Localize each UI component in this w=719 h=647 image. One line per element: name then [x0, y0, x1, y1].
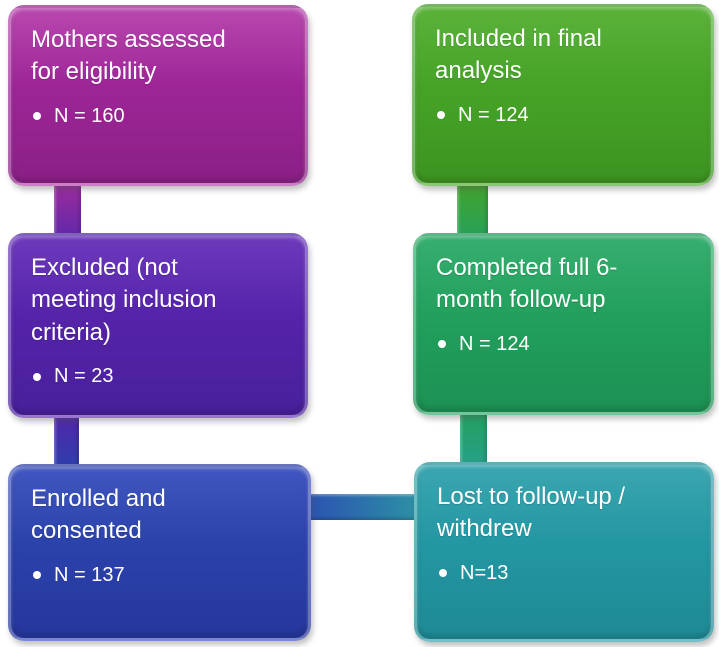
- box-count: N = 23: [54, 365, 114, 388]
- box-title: Excluded (not meeting inclusion criteria…: [31, 254, 217, 346]
- box-count: N = 124: [459, 332, 530, 355]
- box-title: Completed full 6- month follow-up: [436, 254, 618, 314]
- flow-box-included-final-analysis: Included in final analysis N = 124: [412, 4, 714, 186]
- box-title: Lost to follow-up / withdrew: [437, 483, 626, 543]
- bullet-dot-icon: [33, 372, 41, 381]
- flow-box-mothers-assessed: Mothers assessed for eligibility N = 160: [8, 5, 308, 186]
- flow-box-excluded: Excluded (not meeting inclusion criteria…: [8, 233, 308, 418]
- bullet-dot-icon: [33, 571, 41, 580]
- bullet-dot-icon: [33, 112, 41, 121]
- box-count: N = 124: [458, 103, 529, 126]
- box-bullet: N=13: [437, 562, 691, 585]
- box-bullet: N = 137: [31, 564, 288, 587]
- flow-box-lost-to-followup: Lost to follow-up / withdrew N=13: [414, 462, 714, 642]
- box-bullet: N = 124: [435, 104, 691, 127]
- bullet-dot-icon: [438, 340, 446, 349]
- box-count: N = 137: [54, 563, 125, 586]
- connector-enrolled-to-lost: [300, 494, 422, 520]
- box-bullet: N = 23: [31, 365, 285, 388]
- box-title: Mothers assessed for eligibility: [31, 26, 226, 86]
- bullet-dot-icon: [439, 569, 447, 578]
- box-count: N = 160: [54, 104, 125, 127]
- box-title: Enrolled and consented: [31, 485, 166, 545]
- flow-box-enrolled: Enrolled and consented N = 137: [8, 464, 311, 641]
- box-bullet: N = 124: [436, 333, 691, 356]
- bullet-dot-icon: [437, 111, 445, 120]
- connector-excluded-to-enrolled: [54, 410, 79, 472]
- connector-included-to-completed: [457, 180, 488, 240]
- connector-completed-to-lost: [460, 410, 487, 472]
- box-count: N=13: [460, 561, 509, 584]
- box-title: Included in final analysis: [435, 25, 602, 85]
- flow-box-completed-followup: Completed full 6- month follow-up N = 12…: [413, 233, 714, 415]
- connector-mothers-to-excluded: [54, 180, 81, 240]
- box-bullet: N = 160: [31, 105, 285, 128]
